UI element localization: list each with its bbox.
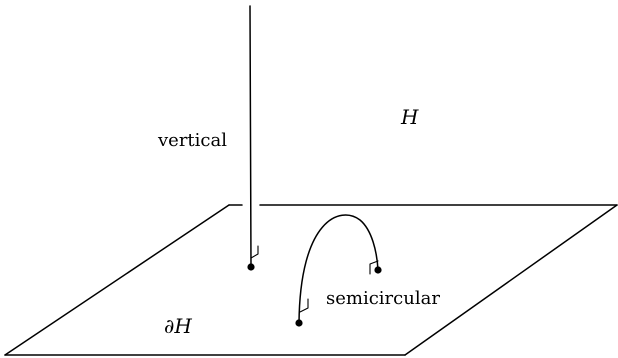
semicircular-geodesic — [295, 214, 382, 327]
boundary-plane-right-edge — [404, 204, 618, 356]
boundary-plane — [4, 204, 618, 356]
semicircular-geodesic-arc — [298, 214, 379, 324]
semicircular-right-angle-mark-right — [369, 260, 379, 275]
vertical-label: vertical — [157, 130, 227, 151]
semicircular-label: semicircular — [326, 288, 440, 309]
vertical-geodesic — [247, 5, 259, 271]
boundary-label: ∂H — [164, 314, 192, 338]
vertical-foot-point — [247, 263, 255, 271]
half-space-label: H — [400, 105, 419, 129]
boundary-plane-left-edge — [4, 204, 230, 356]
semicircular-endpoint-right — [374, 266, 382, 274]
semicircular-right-angle-mark-left — [299, 298, 309, 313]
vertical-right-angle-mark — [250, 245, 259, 259]
vertical-geodesic-line — [249, 5, 252, 268]
semicircular-endpoint-left — [295, 319, 303, 327]
